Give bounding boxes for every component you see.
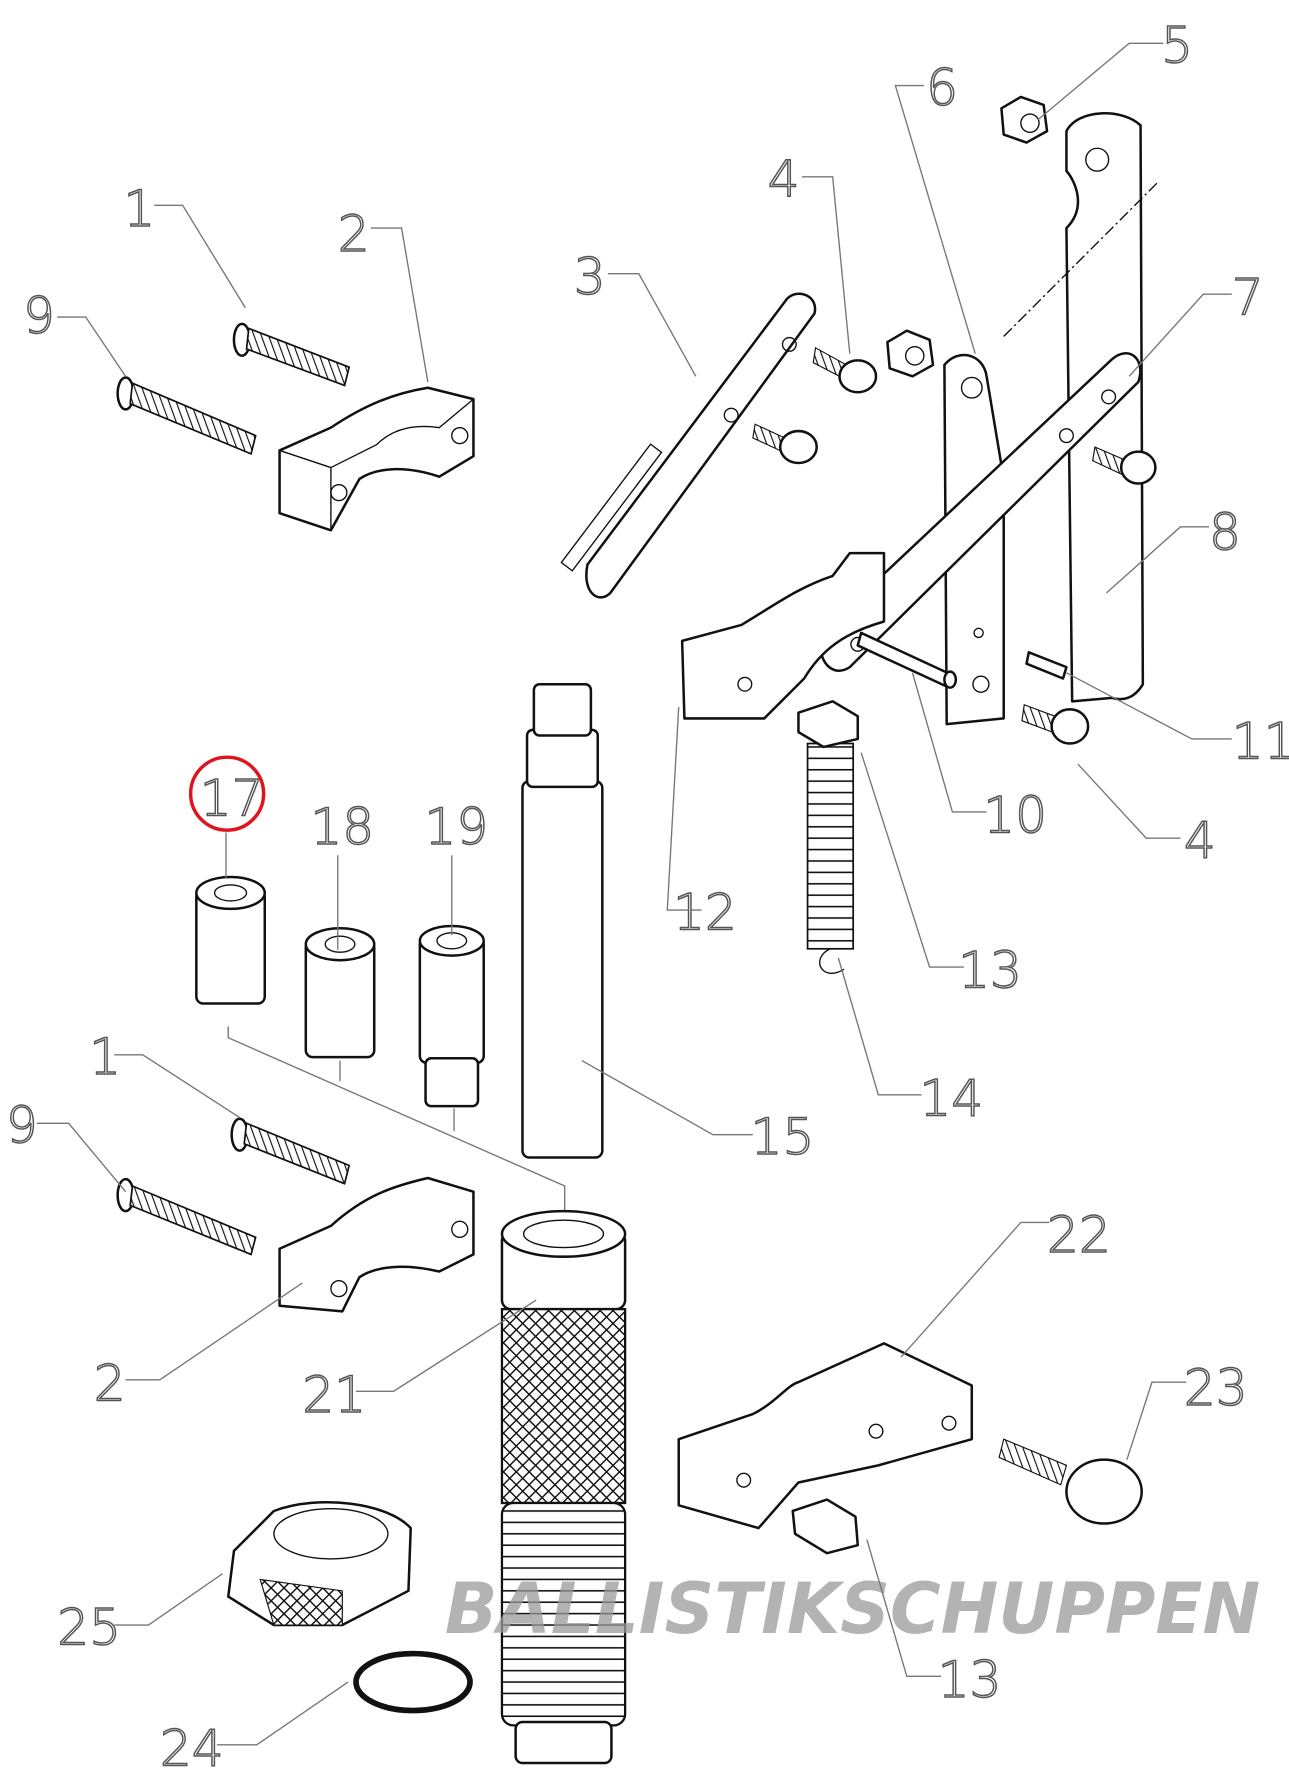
callout-7: 7 — [1232, 268, 1264, 327]
screw-part-1-lower — [230, 1117, 351, 1185]
callout-1-upper: 1 — [123, 179, 155, 238]
assembly-lines — [227, 1026, 566, 1215]
callout-6: 6 — [926, 58, 958, 117]
callout-4-lower: 4 — [1184, 811, 1216, 870]
callout-labels: 1 2 9 3 4 5 6 7 8 11 4 10 12 13 14 15 17… — [5, 15, 1289, 1771]
callout-9-upper: 9 — [23, 286, 55, 345]
pin-part-11 — [1025, 651, 1068, 680]
callout-24: 24 — [160, 1718, 224, 1771]
callout-10: 10 — [983, 785, 1047, 844]
button-screw-part-4-upper — [812, 346, 878, 394]
screw-part-1-upper — [232, 322, 351, 387]
clamp-part-2-upper — [278, 386, 475, 532]
callout-9-lower: 9 — [6, 1096, 38, 1155]
knob-screw-part-23 — [998, 1438, 1143, 1525]
nut-part-5 — [1000, 95, 1049, 144]
plunger-part-13-lower — [791, 1498, 860, 1555]
spring-part-14 — [806, 742, 855, 974]
clamp-part-12 — [680, 551, 886, 720]
callout-3: 3 — [574, 247, 606, 306]
callout-19: 19 — [424, 797, 488, 856]
callout-23: 23 — [1184, 1358, 1248, 1417]
leader-lines — [36, 42, 1232, 1746]
callout-12: 12 — [673, 882, 737, 941]
callout-22: 22 — [1047, 1205, 1111, 1264]
screw-part-9-upper — [116, 376, 257, 456]
callout-18: 18 — [310, 797, 374, 856]
callout-11: 11 — [1232, 711, 1289, 770]
bracket-part-22 — [677, 1342, 974, 1530]
button-screw-right-upper — [1092, 446, 1157, 485]
bushing-part-18 — [304, 927, 376, 1059]
callout-13-lower: 13 — [938, 1650, 1002, 1709]
callout-1-lower: 1 — [89, 1027, 121, 1086]
pin-part-10 — [856, 631, 958, 689]
screw-part-9-lower — [116, 1177, 257, 1256]
snap-ring-part-24 — [353, 1650, 473, 1714]
callout-15: 15 — [751, 1107, 815, 1166]
callout-2-upper: 2 — [338, 204, 370, 263]
button-screw-part-4-lower — [1021, 703, 1090, 745]
callout-4-upper: 4 — [768, 149, 800, 208]
callout-14: 14 — [919, 1068, 983, 1127]
bushing-part-17 — [195, 875, 267, 1005]
callout-8: 8 — [1209, 503, 1241, 562]
rod-part-15 — [521, 682, 604, 1159]
watermark-text: BALLISTIKSCHUPPEN — [445, 1567, 1260, 1650]
callout-2-lower: 2 — [94, 1353, 126, 1412]
plunger-part-13-upper — [797, 700, 860, 749]
clamp-part-2-lower — [278, 1176, 475, 1313]
arm-part-3 — [560, 292, 817, 599]
lock-ring-part-25 — [227, 1501, 412, 1627]
nut-middle — [886, 329, 935, 378]
button-screw-short — [752, 423, 818, 465]
highlight-circle — [188, 755, 266, 832]
die-body-part-21 — [500, 1209, 627, 1765]
callout-13-upper: 13 — [958, 941, 1022, 1000]
bushing-part-19 — [418, 924, 485, 1108]
callout-5: 5 — [1161, 16, 1193, 75]
callout-21: 21 — [302, 1365, 366, 1424]
callout-25: 25 — [57, 1597, 121, 1656]
